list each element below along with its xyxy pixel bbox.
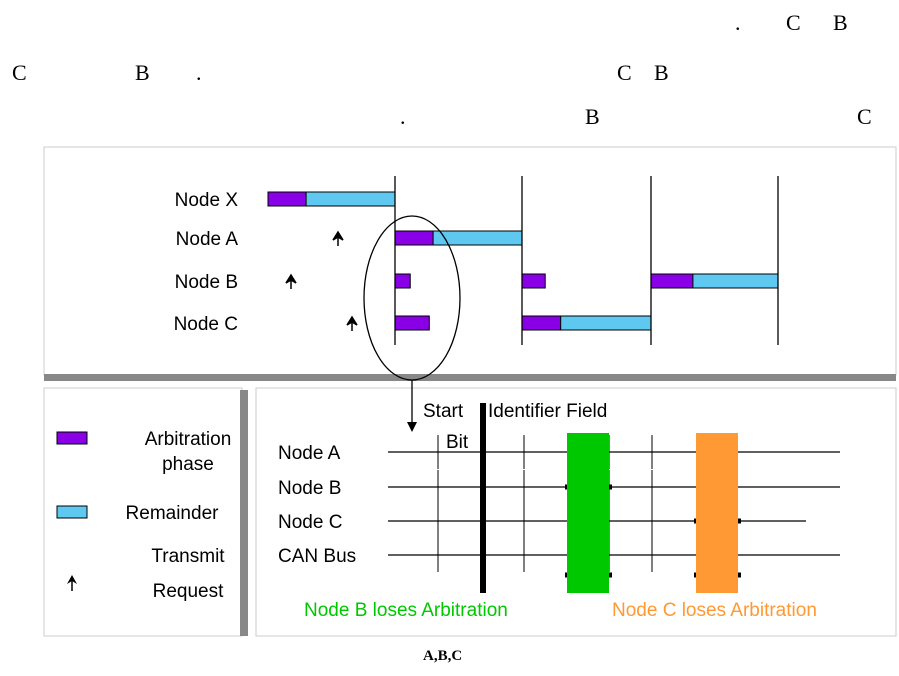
text-line1-period: . — [735, 10, 741, 35]
arbitration-bar — [394, 315, 430, 331]
legend-arbitration-swatch — [56, 431, 88, 445]
text-line3-period: . — [400, 104, 406, 129]
remainder-bar — [560, 315, 652, 331]
bitlevel-node-label: Node A — [278, 443, 341, 464]
node-c-loses-column — [696, 433, 738, 593]
arbitration-bar — [650, 273, 694, 289]
legend-remainder-swatch — [56, 505, 88, 519]
remainder-bar — [305, 191, 396, 207]
bitlevel-node-label: CAN Bus — [278, 546, 356, 567]
arbitration-bar — [521, 315, 562, 331]
arbitration-bar — [521, 273, 546, 289]
divider-bar — [44, 374, 896, 381]
text-line2-c2: C — [617, 60, 632, 85]
pointer-arrow-head — [407, 422, 417, 432]
arbitration-bar — [267, 191, 307, 207]
timeline-node-label: Node C — [174, 314, 238, 335]
text-line1-c: C — [786, 10, 801, 35]
legend-arbitration-label-1: Arbitration — [145, 429, 232, 450]
legend-transmit-label-1: Transmit — [151, 546, 225, 567]
figure-caption: A,B,C — [423, 648, 463, 664]
transmit-request-marker — [346, 315, 358, 331]
remainder-bar — [432, 230, 523, 246]
timeline-node-label: Node B — [175, 272, 238, 293]
timeline-node-label: Node X — [175, 190, 239, 211]
text-line2-period: . — [196, 60, 202, 85]
text-line1-b: B — [833, 10, 848, 35]
transmit-request-marker — [285, 273, 297, 289]
bitlevel-node-label: Node C — [278, 512, 342, 533]
arbitration-bar — [394, 230, 434, 246]
transmit-request-marker — [332, 230, 344, 246]
arbitration-bar — [394, 273, 411, 289]
node-b-loses-column — [567, 433, 609, 593]
text-line3-c: C — [857, 104, 872, 129]
text-line3-b: B — [585, 104, 600, 129]
bit-label: Bit — [446, 432, 469, 453]
node-c-loses-label: Node C loses Arbitration — [612, 600, 817, 621]
timeline-panel — [43, 146, 897, 376]
text-line2-b: B — [135, 60, 150, 85]
legend-transmit-label-2: Request — [153, 581, 224, 602]
remainder-bar — [692, 273, 779, 289]
bitlevel-node-label: Node B — [278, 478, 341, 499]
text-line2-c: C — [12, 60, 27, 85]
text-line2-b2: B — [654, 60, 669, 85]
timeline-node-label: Node A — [176, 229, 239, 250]
legend-remainder-label: Remainder — [126, 503, 220, 524]
node-b-loses-label: Node B loses Arbitration — [304, 600, 508, 621]
start-label: Start — [423, 401, 464, 422]
legend-transmit-icon — [67, 575, 77, 591]
identifier-field-label: Identifier Field — [488, 401, 607, 422]
legend-arbitration-label-2: phase — [162, 454, 214, 475]
legend-divider — [240, 390, 248, 636]
